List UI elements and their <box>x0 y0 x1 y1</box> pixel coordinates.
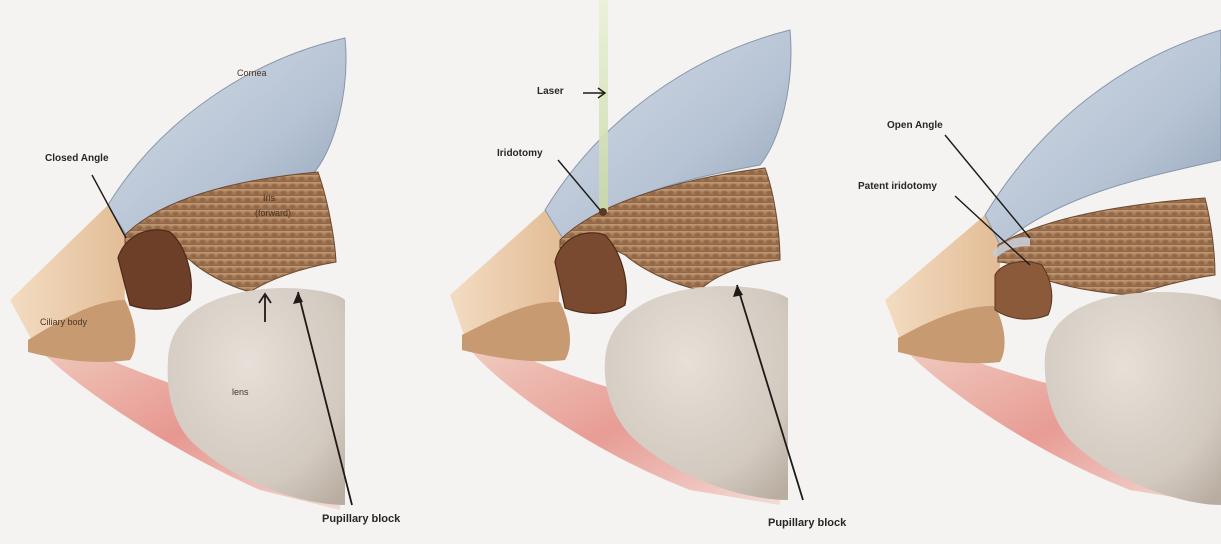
panel-laser-iridotomy <box>450 0 803 505</box>
ciliary-process <box>995 262 1052 320</box>
label-open-angle: Open Angle <box>887 120 943 131</box>
lens <box>168 288 345 505</box>
laser-beam <box>599 0 608 212</box>
label-closed-angle: Closed Angle <box>45 153 109 164</box>
panel-closed-angle <box>10 38 352 510</box>
label-patent-iridotomy: Patent iridotomy <box>858 181 937 192</box>
lens <box>1045 292 1221 505</box>
label-pupillary-block-1: Pupillary block <box>322 513 400 525</box>
label-lens: lens <box>232 387 249 397</box>
lens <box>605 286 788 500</box>
label-laser: Laser <box>537 86 564 97</box>
panel-open-angle <box>885 30 1221 505</box>
label-pupillary-block-2: Pupillary block <box>768 517 846 529</box>
label-iridotomy: Iridotomy <box>497 148 543 159</box>
label-iris: Iris <box>263 193 275 203</box>
label-cornea: Cornea <box>237 68 267 78</box>
label-iris-forward: (forward) <box>255 208 291 218</box>
label-ciliary-body: Ciliary body <box>40 317 87 327</box>
